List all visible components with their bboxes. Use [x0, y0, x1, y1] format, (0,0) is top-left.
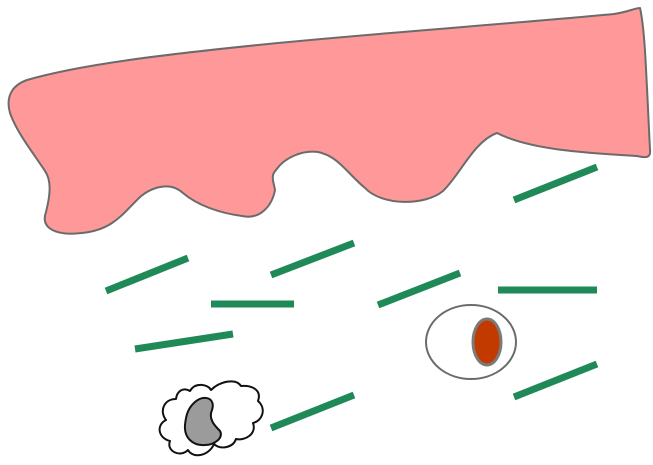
- round-cell: [426, 305, 516, 379]
- round-cell-nucleus: [473, 319, 501, 365]
